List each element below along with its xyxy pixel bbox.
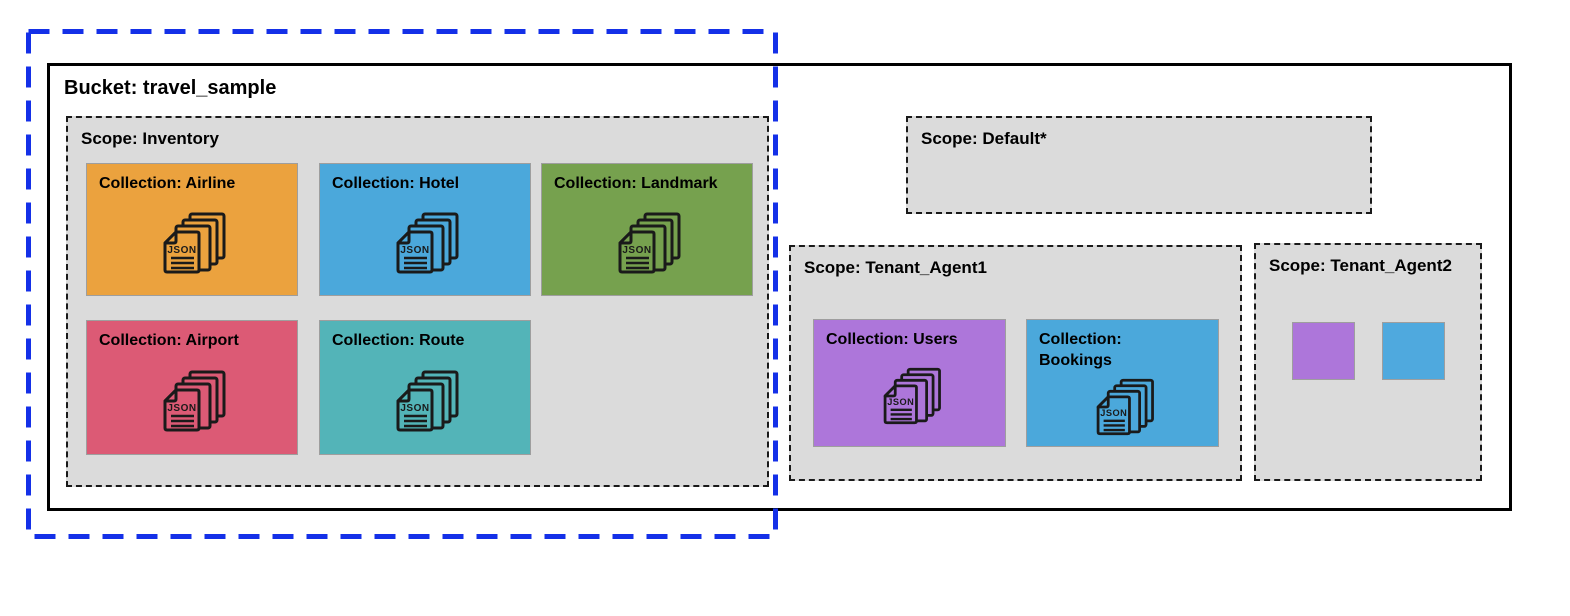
collection-airport: Collection: Airport JSON (86, 320, 298, 455)
collection-bookings-label: Collection: Bookings (1039, 331, 1122, 369)
json-documents-icon: JSON (320, 195, 530, 295)
svg-text:JSON: JSON (400, 403, 429, 414)
collection-bookings: Collection: Bookings JSON (1026, 319, 1219, 447)
json-documents-icon: JSON (87, 352, 297, 454)
collection-hotel-label: Collection: Hotel (332, 175, 460, 192)
collection-route-label: Collection: Route (332, 332, 465, 349)
svg-text:JSON: JSON (167, 403, 196, 414)
bucket-travel-sample: Bucket: travel_sample Scope: Inventory C… (47, 63, 1512, 511)
svg-text:JSON: JSON (1100, 408, 1127, 418)
json-documents-icon: JSON (320, 352, 530, 454)
scope-inventory: Scope: Inventory Collection: Airline JSO… (66, 116, 769, 487)
scope-tenant-agent2-label: Scope: Tenant_Agent2 (1269, 256, 1452, 275)
collection-hotel: Collection: Hotel JSON (319, 163, 531, 296)
collection-users: Collection: Users JSON (813, 319, 1006, 447)
json-documents-icon: JSON (87, 195, 297, 295)
scope-default-label: Scope: Default* (921, 129, 1047, 148)
collection-airline: Collection: Airline JSON (86, 163, 298, 296)
collection-landmark-label: Collection: Landmark (554, 175, 718, 192)
collection-landmark: Collection: Landmark JSON (541, 163, 753, 296)
json-documents-icon: JSON (1027, 372, 1218, 446)
collection-airport-label: Collection: Airport (99, 332, 239, 349)
svg-text:JSON: JSON (400, 245, 429, 256)
scope-default: Scope: Default* (906, 116, 1372, 214)
collection-airline-label: Collection: Airline (99, 175, 236, 192)
collection-route: Collection: Route JSON (319, 320, 531, 455)
bucket-title: Bucket: travel_sample (64, 77, 277, 99)
scope-tenant-agent1-label: Scope: Tenant_Agent1 (804, 258, 987, 277)
svg-text:JSON: JSON (622, 245, 651, 256)
json-documents-icon: JSON (814, 351, 1005, 446)
scope-tenant-agent1: Scope: Tenant_Agent1 Collection: Users J… (789, 245, 1242, 481)
scope-inventory-label: Scope: Inventory (81, 129, 219, 148)
mini-collection-blue (1382, 322, 1445, 380)
collection-users-label: Collection: Users (826, 331, 958, 348)
scope-tenant-agent2: Scope: Tenant_Agent2 (1254, 243, 1482, 481)
json-documents-icon: JSON (542, 195, 752, 295)
svg-text:JSON: JSON (167, 245, 196, 256)
mini-collection-purple (1292, 322, 1355, 380)
svg-text:JSON: JSON (887, 398, 914, 408)
